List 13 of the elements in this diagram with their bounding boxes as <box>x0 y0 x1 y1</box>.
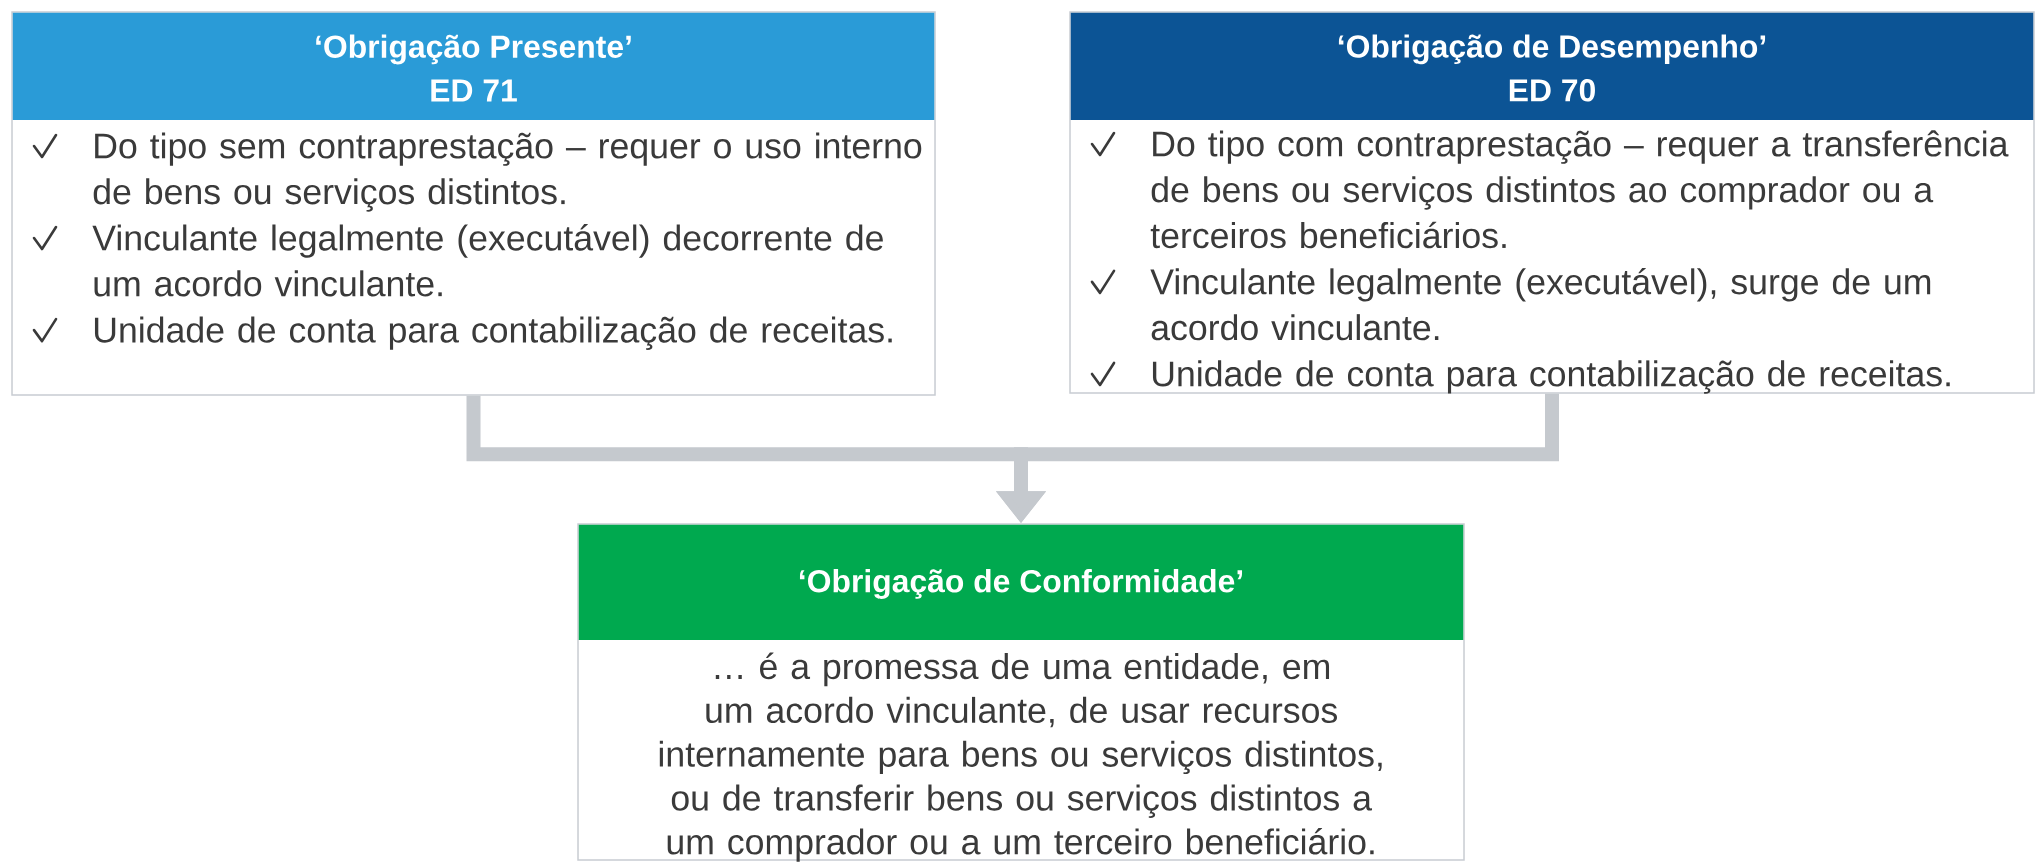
list-item: Do tipo sem contraprestação – requer o uso interno de bens ou serviços distintos. <box>93 132 922 212</box>
card <box>577 523 1465 862</box>
card <box>11 11 936 396</box>
card-title: ‘Obrigação Presente’ ED 71 <box>316 34 631 102</box>
list-item: Unidade de conta para contabilização de receitas. <box>1152 360 1950 394</box>
list-item: Vinculante legalmente (executável), surge de um acordo vinculante. <box>1150 267 1931 341</box>
card <box>1069 11 2035 394</box>
list-item: Vinculante legalmente (executável) decorrente de um acordo vinculante. <box>92 224 883 297</box>
card-text: … é a promessa de uma entidade, em um acordo vinculante, de usar recursos internamente para bens ou serviços distintos, ou de transferir bens ou serviços distintos a um comprador ou a um terceiro beneficiário. <box>659 652 1382 862</box>
list-item: Do tipo com contraprestação – requer a transferência de bens ou serviços distintos ao comprador ou a terceiros beneficiários. <box>1150 130 2009 249</box>
card-title: ‘Obrigação de Conformidade’ <box>799 569 1243 599</box>
card-title: ‘Obrigação de Desempenho’ ED 70 <box>1338 34 1766 102</box>
list-item: Unidade de conta para contabilização de receitas. <box>94 316 892 350</box>
